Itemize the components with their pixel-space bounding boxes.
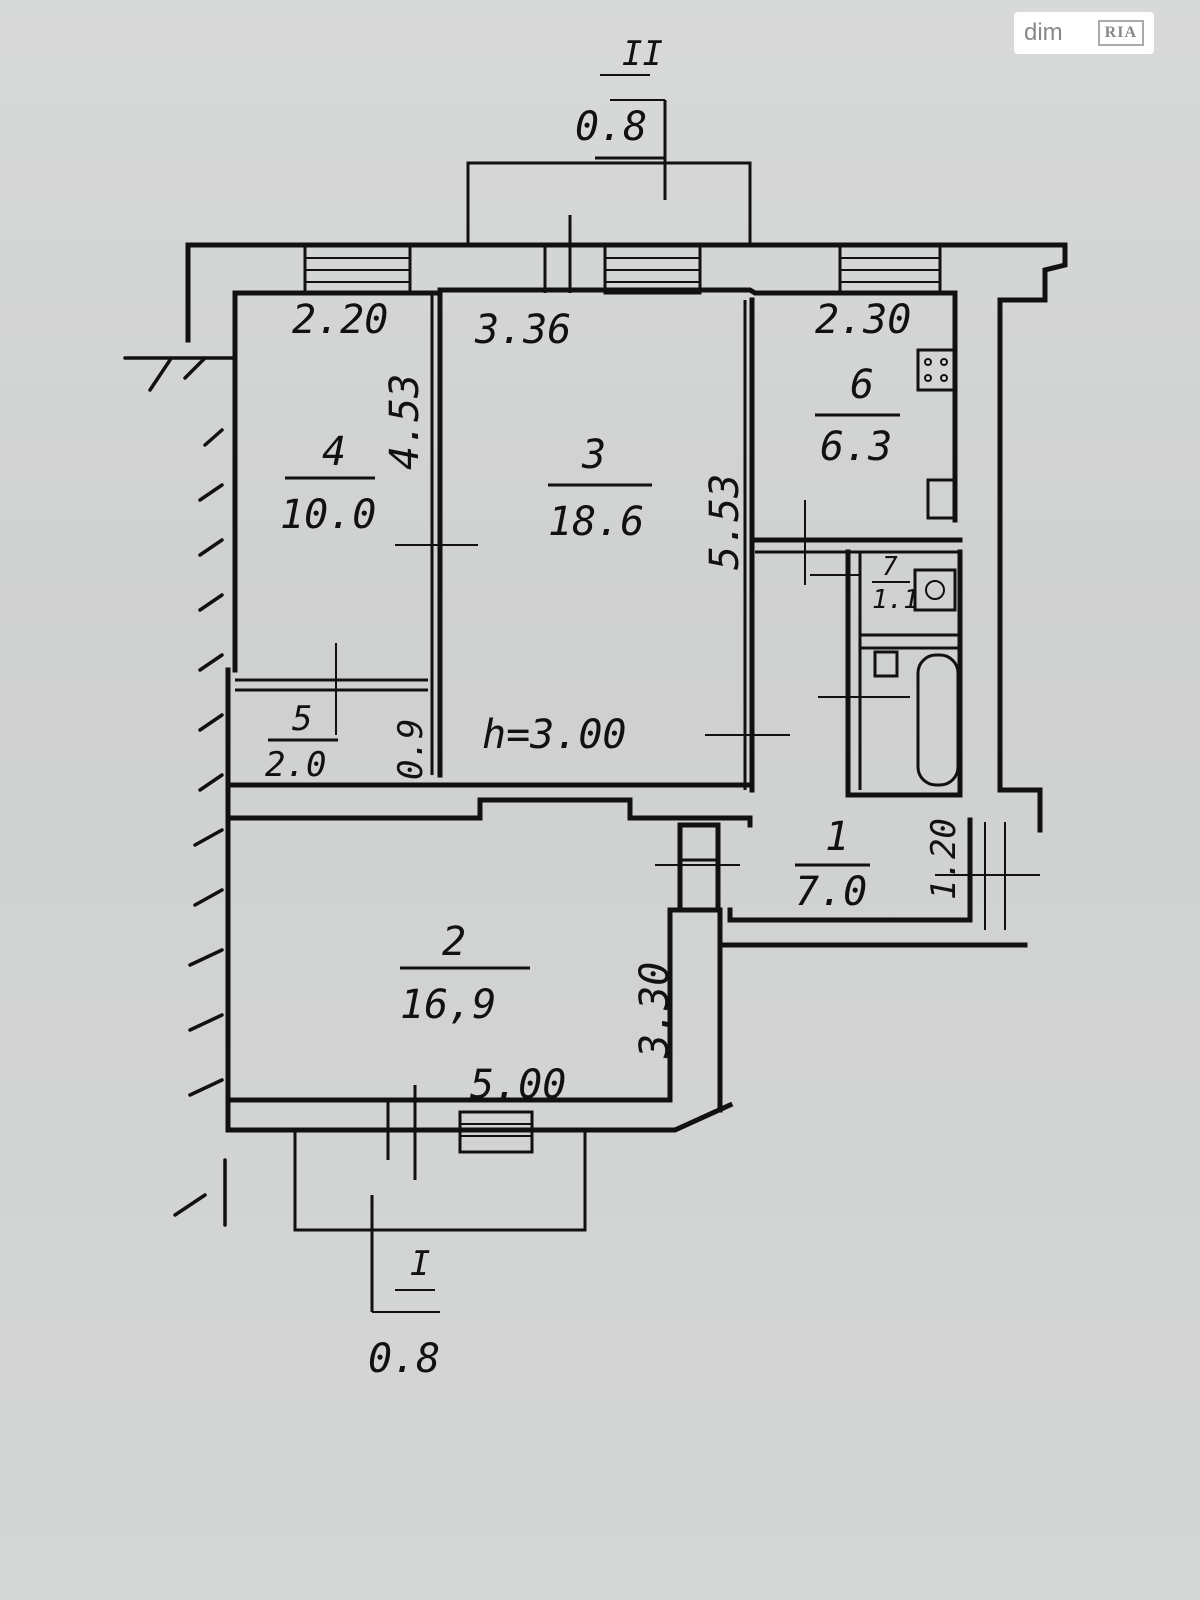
room-label-6: 6 6.3 <box>815 362 900 470</box>
room-number: 3 <box>581 432 606 478</box>
bathtub-icon <box>916 653 960 787</box>
room-label-4: 4 10.0 <box>280 429 376 538</box>
dim-height-room-4: 4.53 <box>382 374 428 470</box>
room-number: 7 <box>882 552 898 582</box>
balcony-number: II <box>622 34 663 74</box>
balcony-label-bottom: I 0.8 <box>368 1244 440 1382</box>
balcony-area: 0.8 <box>368 1336 440 1382</box>
room-area: 1.1 <box>872 585 919 615</box>
room-label-5: 5 2.0 <box>265 699 338 785</box>
top-windows <box>303 215 942 295</box>
dim-width-room-2: 5.00 <box>470 1062 566 1108</box>
room-label-2: 2 16,9 <box>400 919 530 1028</box>
dimension-ticks <box>335 500 1040 930</box>
interior-walls <box>225 290 963 913</box>
dim-width-room-3: 3.36 <box>474 307 571 353</box>
dim-height-room-5: 0.9 <box>391 719 431 780</box>
room-area: 2.0 <box>265 745 326 785</box>
room-number: 4 <box>322 429 346 475</box>
balcony-label-top: II 0.8 <box>575 34 663 150</box>
dim-ria-logo[interactable]: dim RIA <box>1014 12 1154 54</box>
dim-height-room-1: 1.20 <box>924 818 964 900</box>
room-area: 7.0 <box>795 869 867 915</box>
logo-text: dim <box>1024 19 1063 46</box>
fixtures <box>873 348 960 787</box>
dim-width-room-6: 2.30 <box>815 297 911 343</box>
room-label-1: 1 7.0 <box>795 814 870 915</box>
balcony-number: I <box>410 1244 430 1284</box>
ceiling-height: h=3.00 <box>482 712 627 758</box>
balcony-area: 0.8 <box>575 104 647 150</box>
room-label-7: 7 1.1 <box>872 552 919 615</box>
balcony-bottom-outline <box>293 1085 587 1313</box>
room-area: 6.3 <box>820 424 892 470</box>
exterior-hatching <box>123 356 237 1227</box>
washbasin-icon <box>913 568 957 612</box>
room-label-3: 3 18.6 <box>548 432 652 545</box>
room-area: 18.6 <box>548 499 644 545</box>
kitchen-sink-icon <box>926 478 957 520</box>
logo-badge: RIA <box>1097 20 1144 46</box>
room-number: 1 <box>825 814 849 860</box>
room-area: 16,9 <box>400 982 496 1028</box>
room-number: 5 <box>292 699 312 739</box>
dim-width-room-4: 2.20 <box>292 297 388 343</box>
room-number: 6 <box>850 362 874 408</box>
toilet-icon <box>873 650 899 678</box>
balcony-top-outline <box>466 99 752 245</box>
stove-icon <box>916 348 956 392</box>
room-number: 2 <box>442 919 466 965</box>
dim-height-room-2: 3.30 <box>632 962 678 1059</box>
room-area: 10.0 <box>280 492 376 538</box>
outer-walls <box>185 242 1068 1133</box>
dim-height-room-3: 5.53 <box>702 474 748 570</box>
